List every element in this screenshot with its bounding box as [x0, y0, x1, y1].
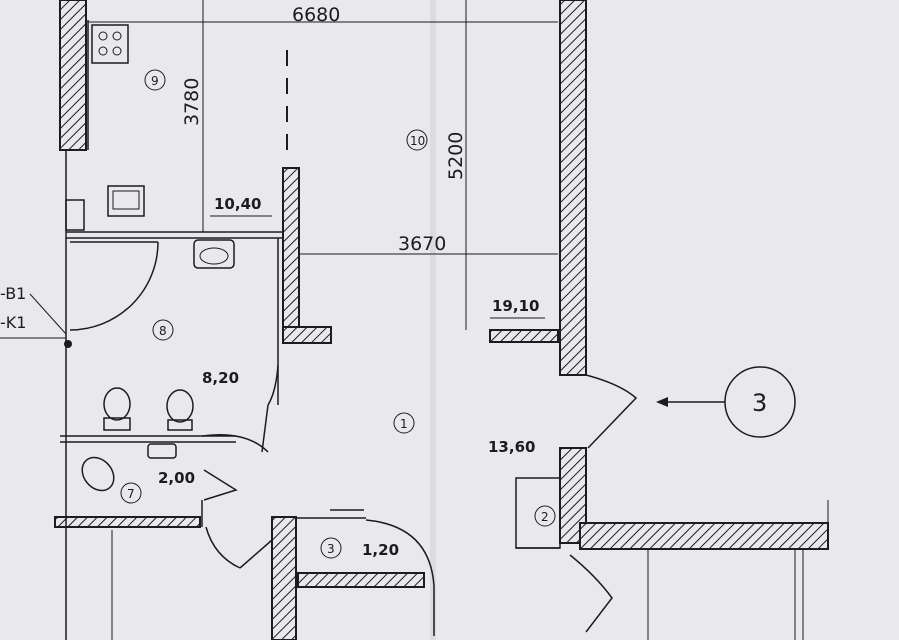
wall-living-stub	[489, 329, 559, 343]
wc-basin	[147, 443, 177, 459]
wc-toilet	[81, 456, 115, 492]
section-marker-arrow	[656, 397, 668, 407]
shower-arc	[69, 241, 159, 331]
kitchen-sink	[107, 185, 145, 217]
wall-wc-bottom	[54, 516, 201, 528]
bath-door-arc	[267, 364, 279, 406]
room-circle-kitchen	[144, 69, 166, 91]
wc-door	[203, 469, 238, 501]
kitchen-appliance	[65, 199, 85, 231]
hall-door-leaf	[239, 539, 273, 569]
bath-door-leaf	[261, 404, 269, 453]
page-fold-shadow	[430, 0, 436, 640]
riser-label-b: -B1	[0, 284, 26, 303]
room-number-wc: 7	[127, 487, 135, 501]
room-number-kitchen: 9	[151, 74, 159, 88]
stove	[91, 24, 129, 64]
dim-living-height: 5200	[445, 132, 467, 180]
hall-door-arc	[205, 526, 241, 569]
wall-closet-left	[271, 516, 297, 640]
stove-burner	[112, 46, 122, 56]
room-number-storage: 2	[541, 510, 549, 524]
bidet-tank	[167, 419, 193, 431]
entry-door	[585, 374, 638, 449]
area-living: 19,10	[492, 297, 539, 315]
dim-kitchen-height: 3780	[181, 78, 203, 126]
toilet	[103, 387, 131, 421]
wall-kitchen-stub-end	[282, 326, 332, 344]
room-circle-storage	[534, 505, 556, 527]
bath-basin-bowl	[199, 247, 229, 265]
wall-closet-shelf	[297, 572, 425, 588]
room-circle-bath	[152, 319, 174, 341]
riser-leader-2	[29, 293, 67, 335]
room-number-hall: 1	[400, 417, 408, 431]
stove-burner	[98, 46, 108, 56]
dim-top-width: 6680	[292, 4, 340, 26]
bidet	[166, 389, 194, 423]
kitchen-sink-bowl	[112, 190, 140, 210]
storage-cupboard	[515, 477, 561, 549]
bath-door-arc-2	[201, 433, 269, 453]
room-circle-closet	[320, 537, 342, 559]
toilet-tank	[103, 417, 131, 431]
wall-kitchen-stub	[282, 167, 300, 344]
area-hall: 13,60	[488, 438, 535, 456]
wall-right-outer	[559, 0, 587, 376]
bath-basin	[193, 239, 235, 269]
room-number-living: 10	[410, 134, 425, 148]
riser-label-k: -K1	[0, 313, 26, 332]
room-number-bath: 8	[159, 324, 167, 338]
area-wc: 2,00	[158, 469, 195, 487]
room-circle-hall	[393, 412, 415, 434]
room-number-closet: 3	[327, 542, 335, 556]
stove-burner	[112, 31, 122, 41]
riser-point	[64, 340, 72, 348]
area-kitchen: 10,40	[214, 195, 261, 213]
dim-living-width: 3670	[398, 233, 446, 255]
wall-left-outer	[59, 0, 87, 151]
section-marker-label: 3	[752, 389, 767, 417]
wall-bottom-right	[579, 522, 829, 550]
stove-burner	[98, 31, 108, 41]
closet-door-arc	[365, 519, 435, 587]
area-closet: 1,20	[362, 541, 399, 559]
area-bath: 8,20	[202, 369, 239, 387]
storage-door	[569, 554, 613, 633]
room-circle-living	[406, 129, 428, 151]
room-circle-wc	[120, 482, 142, 504]
